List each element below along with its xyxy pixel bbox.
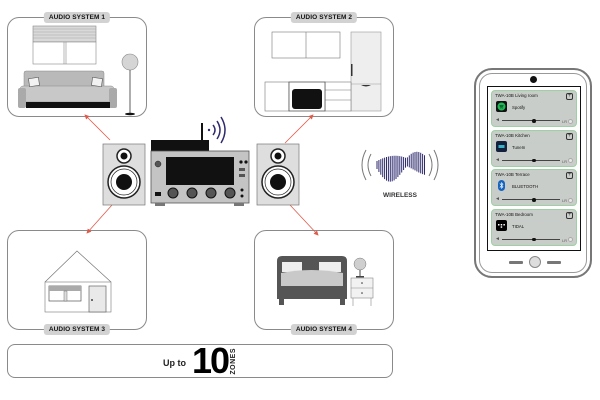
volume-slider-handle[interactable] [532,158,536,162]
audio-system-2-label: AUDIO SYSTEM 2 [290,12,358,23]
arrow-to-system-2 [284,114,314,144]
wireless-wave-icon [361,149,439,182]
zone-card-bedroom[interactable]: TWA-10B Bedroom + TIDAL ◄ LR [491,208,577,246]
source-label: TIDAL [512,223,525,229]
arrow-to-system-1 [84,114,111,141]
speaker-icon: ◄ [495,235,500,242]
living-room-illustration [18,25,139,116]
zone-title: TWA-10B Living room [495,93,538,98]
lr-toggle[interactable] [568,197,573,203]
source-label: BLUETOOTH [512,184,539,189]
lr-toggle[interactable] [568,237,573,242]
phone-screen: TWA-10B Living room + Spotify ◄ LR TWA-1… [487,86,581,251]
zone-title: TWA-10B Bedroom [495,211,533,217]
lr-label: LR [562,199,567,203]
phone-right-key [547,261,561,264]
house-illustration [44,250,112,313]
source-label: Spotify [512,105,526,110]
tidal-icon [496,219,507,231]
lower-cabinet-icon [264,81,352,112]
volume-slider-handle[interactable] [532,198,536,202]
house-icon [44,250,112,313]
volume-slider[interactable] [502,238,560,240]
add-icon[interactable]: + [566,132,573,140]
bedroom-illustration [277,256,374,306]
up-to-text: Up to [162,358,186,368]
speaker-icon: ◄ [495,196,500,202]
audio-system-4-panel: AUDIO SYSTEM 4 [254,230,394,335]
window-blinds-icon [32,25,97,65]
speaker-icon: ◄ [495,156,500,163]
zone-title: TWA-10B Kitchen [495,132,530,138]
volume-slider[interactable] [502,199,560,200]
lr-toggle[interactable] [568,118,573,124]
audio-system-3-label: AUDIO SYSTEM 3 [43,324,111,335]
wifi-signal-icon [207,116,226,144]
left-speaker-icon [102,143,146,206]
bedside-lamp-icon [353,257,367,278]
speaker-icon: ◄ [495,117,500,123]
phone-left-key [509,261,523,264]
zone-card-terrace[interactable]: TWA-10B Terrace + BLUETOOTH ◄ LR [491,169,577,206]
volume-slider[interactable] [502,159,560,161]
lr-label: LR [562,120,567,124]
audio-system-1-panel: AUDIO SYSTEM 1 [7,12,147,117]
oven-icon [288,81,326,112]
arrow-to-system-4 [289,204,319,236]
tunein-icon [496,140,507,152]
zone-card-kitchen[interactable]: TWA-10B Kitchen + TuneIn ◄ LR [491,129,577,167]
zones-text: ZONES [230,347,238,375]
smartphone: TWA-10B Living room + Spotify ◄ LR TWA-1… [474,68,592,278]
zone-card-living-room[interactable]: TWA-10B Living room + Spotify ◄ LR [491,90,577,127]
camera-icon [530,76,537,83]
bed-icon [277,256,347,305]
audio-system-4-label: AUDIO SYSTEM 4 [290,324,358,335]
bluetooth-icon [496,180,507,191]
add-icon[interactable]: + [566,211,573,219]
zone-count: 10 [191,340,230,381]
zones-banner: Up to 10 ZONES [7,340,393,381]
home-button[interactable] [529,256,541,268]
volume-slider[interactable] [502,120,560,121]
streamer-box-icon [151,123,209,151]
sofa-icon [18,70,117,108]
right-speaker-icon [256,143,300,206]
spotify-icon [496,101,507,112]
wireless-label: WIRELESS [383,192,417,199]
floor-lamp-icon [121,53,139,116]
fridge-icon [350,31,382,112]
add-icon[interactable]: + [566,93,573,100]
audio-system-2-panel: AUDIO SYSTEM 2 [254,12,394,117]
lr-label: LR [562,159,567,164]
audio-system-3-panel: AUDIO SYSTEM 3 [7,230,147,335]
lr-label: LR [562,238,567,243]
volume-slider-handle[interactable] [532,119,536,123]
kitchen-illustration [264,31,382,112]
volume-slider-handle[interactable] [532,237,536,241]
source-label: TuneIn [512,144,526,150]
nightstand-icon [350,277,374,306]
audio-system-1-label: AUDIO SYSTEM 1 [43,12,111,23]
add-icon[interactable]: + [566,172,573,179]
amplifier-icon [150,150,250,206]
lr-toggle[interactable] [568,158,573,163]
wall-cabinet-icon [271,31,341,59]
zone-title: TWA-10B Terrace [495,172,530,177]
arrow-to-system-3 [86,204,113,234]
